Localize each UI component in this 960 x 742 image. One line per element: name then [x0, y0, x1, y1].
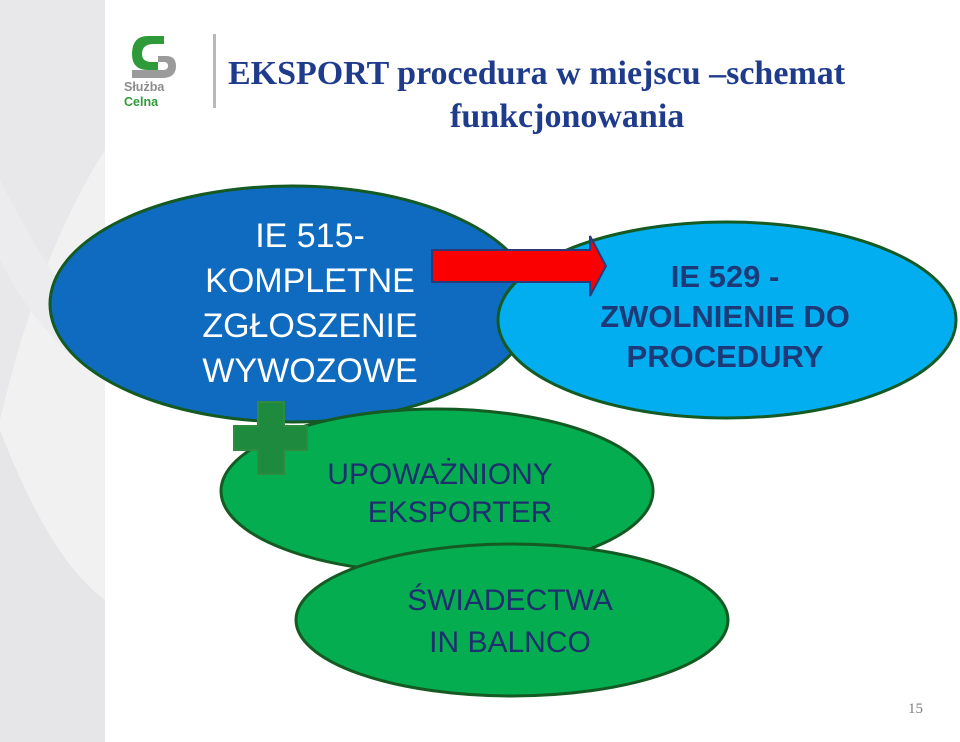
logo-line-sluzba: Służba [124, 80, 165, 94]
title-line-1: EKSPORT procedura w miejscu –schemat [228, 55, 846, 92]
ie515-line-1: IE 515- [255, 217, 365, 255]
ie529-ellipse [496, 220, 958, 420]
header-divider [213, 34, 216, 108]
ie515-line-4: WYWOZOWE [202, 352, 418, 390]
ie515-label: IE 515- KOMPLETNE ZGŁOSZENIE WYWOZOWE [160, 214, 460, 394]
title-line-2: funkcjonowania [450, 98, 685, 135]
swiadectwa-line-2: IN BALNCO [429, 626, 591, 659]
logo-line-celna: Celna [124, 95, 159, 109]
plus-icon [233, 401, 308, 475]
swiadectwa-line-1: ŚWIADECTWA [407, 584, 613, 617]
ie529-line-3: PROCEDURY [626, 339, 824, 374]
upowazniony-label: UPOWAŻNIONY EKSPORTER [290, 456, 590, 532]
flow-arrow [431, 235, 608, 297]
slide-title: EKSPORT procedura w miejscu –schemat fun… [228, 52, 958, 138]
swiadectwa-ellipse [294, 542, 730, 698]
upowazniony-line-1: UPOWAŻNIONY [327, 458, 553, 491]
ie529-label: IE 529 - ZWOLNIENIE DO PROCEDURY [560, 257, 890, 377]
upowazniony-line-2: EKSPORTER [367, 496, 553, 529]
page-number: 15 [908, 701, 923, 717]
ie529-line-1: IE 529 - [670, 259, 780, 294]
swiadectwa-label: ŚWIADECTWA IN BALNCO [370, 580, 650, 664]
ie515-line-3: ZGŁOSZENIE [202, 307, 418, 345]
ie515-line-2: KOMPLETNE [205, 262, 415, 300]
side-panel [0, 0, 105, 742]
logo-text: Służba Celna [124, 80, 164, 110]
sluzba-celna-logo-icon [132, 36, 176, 78]
ie529-line-2: ZWOLNIENIE DO [600, 299, 850, 334]
